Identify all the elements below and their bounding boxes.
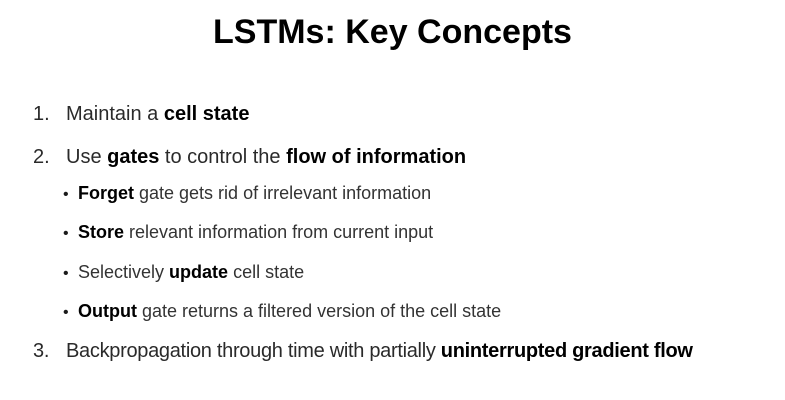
bullet-update-text: Selectively update cell state xyxy=(78,260,304,284)
bullet-forget-seg-0: Forget xyxy=(78,183,134,203)
bullet-store-seg-0: Store xyxy=(78,222,125,242)
item-2-seg-0: Use xyxy=(66,146,108,168)
item-3-number: 3. xyxy=(33,340,50,362)
item-3-seg-0: Backpropagation through time with partia… xyxy=(66,340,441,362)
item-2-seg-3: flow of information xyxy=(286,146,467,168)
bullet-update-seg-0: Selectively xyxy=(78,262,170,282)
item-2-number: 2. xyxy=(33,146,50,168)
bullet-forget-seg-1: gate gets rid of irrelevant information xyxy=(134,183,432,203)
item-3-seg-1: uninterrupted gradient flow xyxy=(440,340,693,362)
bullet-output-seg-1: gate returns a filtered version of the c… xyxy=(136,301,502,321)
item-2-seg-2: to control the xyxy=(159,146,287,168)
bullet-store-seg-1: relevant information from current input xyxy=(124,222,434,242)
numbered-item-2: 2. Use gates to control the flow of info… xyxy=(0,144,785,170)
item-1-seg-0: Maintain a xyxy=(66,103,164,125)
bullet-icon: • xyxy=(63,265,69,282)
bullet-update-seg-2: cell state xyxy=(228,262,305,282)
bullet-icon: • xyxy=(63,225,69,242)
bullet-store-text: Store relevant information from current … xyxy=(78,220,433,244)
bullet-update-seg-1: update xyxy=(169,262,229,282)
slide-content: 1. Maintain a cell state 2. Use gates to… xyxy=(0,101,785,364)
numbered-item-1: 1. Maintain a cell state xyxy=(0,101,785,127)
numbered-item-3: 3. Backpropagation through time with par… xyxy=(0,338,785,364)
bullet-icon: • xyxy=(63,186,69,203)
sub-bullet-store: • Store relevant information from curren… xyxy=(0,220,785,246)
bullet-forget-text: Forget gate gets rid of irrelevant infor… xyxy=(78,181,431,205)
item-1-number: 1. xyxy=(33,103,50,125)
item-2-text: Use gates to control the flow of informa… xyxy=(66,144,466,170)
item-3-text: Backpropagation through time with partia… xyxy=(66,338,693,364)
sub-bullet-forget: • Forget gate gets rid of irrelevant inf… xyxy=(0,181,785,207)
sub-bullet-output: • Output gate returns a filtered version… xyxy=(0,299,785,325)
bullet-icon: • xyxy=(63,304,69,321)
bullet-output-text: Output gate returns a filtered version o… xyxy=(78,299,501,323)
item-1-seg-1: cell state xyxy=(163,103,250,125)
slide-title: LSTMs: Key Concepts xyxy=(213,13,572,51)
item-1-text: Maintain a cell state xyxy=(66,101,249,127)
sub-bullet-update: • Selectively update cell state xyxy=(0,260,785,286)
item-2-seg-1: gates xyxy=(107,146,160,168)
bullet-output-seg-0: Output xyxy=(78,301,137,321)
